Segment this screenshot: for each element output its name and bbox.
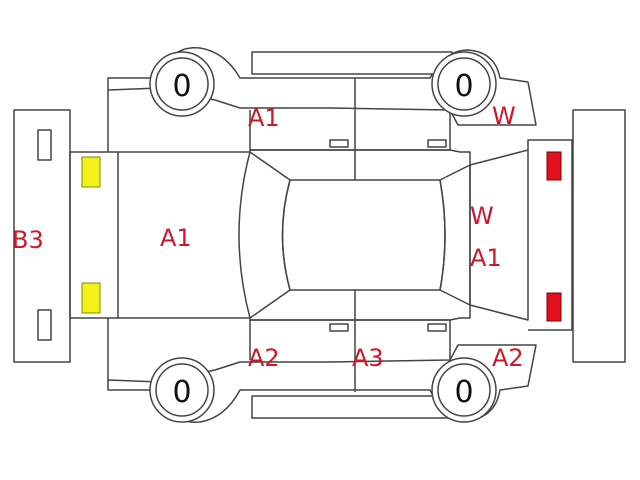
taillight-right — [546, 292, 562, 322]
car-body-top-view — [69, 149, 471, 321]
wheel-front-left-inner — [155, 57, 209, 111]
label-left-rear-quarter: W — [492, 102, 516, 130]
right-doors-outline — [249, 319, 451, 360]
headlight-left — [81, 156, 101, 188]
label-right-rear-door: A3 — [352, 344, 384, 372]
rear-bumper — [572, 109, 626, 363]
label-right-rear-quarter: A2 — [492, 344, 524, 372]
label-left-front-fender: A1 — [248, 104, 280, 132]
tire-label-front-left: 0 — [172, 69, 191, 104]
rear-window — [439, 164, 471, 306]
wheel-rear-right-inner — [437, 363, 491, 417]
left-front-door-handle — [329, 139, 349, 148]
label-hood: A1 — [160, 224, 192, 252]
right-rear-door-handle — [427, 323, 447, 332]
left-rear-door-handle — [427, 139, 447, 148]
front-bumper-slot-bottom — [37, 309, 52, 341]
tire-label-front-right: 0 — [172, 375, 191, 410]
tire-label-rear-left: 0 — [454, 69, 473, 104]
right-front-door-handle — [329, 323, 349, 332]
wheel-rear-left-inner — [437, 57, 491, 111]
label-right-front-fender: A2 — [248, 344, 280, 372]
left-roof-rail — [251, 51, 453, 75]
label-front-bumper: B3 — [12, 226, 44, 254]
tire-label-rear-right: 0 — [454, 375, 473, 410]
front-bumper-slot-top — [37, 129, 52, 161]
front-bumper — [13, 109, 71, 363]
headlight-right — [81, 282, 101, 314]
label-rear-panel: A1 — [470, 244, 502, 272]
left-doors-outline — [249, 110, 451, 151]
label-rear-window: W — [470, 202, 494, 230]
roof — [281, 179, 446, 291]
trunk — [469, 149, 529, 321]
right-roof-rail — [251, 395, 453, 419]
taillight-left — [546, 151, 562, 181]
rear-panel — [527, 139, 573, 331]
wheel-front-right-inner — [155, 363, 209, 417]
